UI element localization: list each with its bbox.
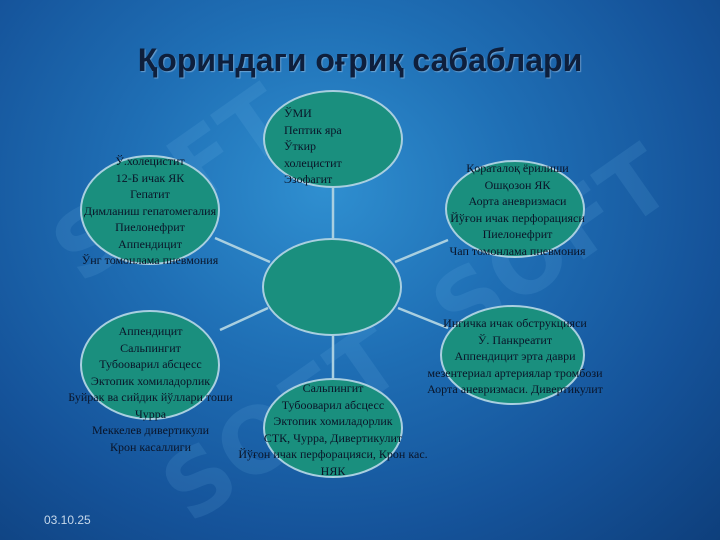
node-bottom-left-line: Чурра: [134, 406, 167, 421]
node-bottom-right-line: Ингичка ичак обструкцияси: [443, 316, 587, 330]
node-top: [263, 90, 403, 188]
node-bottom-right-line: Аорта аневризмаси. Дивертикулит: [427, 382, 603, 396]
node-bottom-line: Сальпингит: [302, 381, 364, 395]
node-bottom-left-line: Меккелев дивертикули: [91, 423, 209, 437]
connector-top-left: [214, 236, 271, 264]
node-top-right-line: Қораталоқ ёрилиши: [466, 161, 569, 175]
node-top-right: [445, 160, 585, 258]
node-bottom-line: СТК, Чурра, Дивертикулит: [263, 430, 403, 445]
node-top-line: Ўткир: [284, 139, 316, 153]
node-top-right-line: Аорта аневризмаси: [468, 194, 567, 208]
node-top-text: ЎМИ Пептик яра Ўткир холецистит Эзофагит: [284, 105, 342, 188]
node-bottom-left-text: Аппендицит Сальпингит Тубооварил абсцесс…: [48, 323, 253, 455]
node-bottom-right-line: Ў. Панкреатит: [477, 332, 553, 347]
connector-bottom-left: [219, 306, 269, 332]
connector-bottom-right: [397, 306, 449, 330]
node-top-left-line: 12-Б ичак ЯК: [115, 170, 185, 185]
node-top-right-line: Пиелонефрит: [482, 227, 553, 241]
node-bottom-line: Тубооварил абсцесс: [281, 397, 385, 412]
node-bottom-line: Эктопик хомиладорлик: [273, 414, 393, 428]
node-top-left: [80, 155, 220, 265]
node-top-left-line: Димланиш гепатомегалия: [83, 203, 217, 218]
node-top-left-line: Ў.холецистит: [115, 154, 185, 168]
node-bottom-right-text: Ингичка ичак обструкцияси Ў. Панкреатит …: [400, 315, 630, 398]
node-top-left-line: Ўнг томонлама пневмония: [81, 253, 219, 267]
node-top-left-text: Ў.холецистит 12-Б ичак ЯК Гепатит Димлан…: [60, 153, 240, 269]
node-bottom-right-line: Аппендицит эрта даври: [454, 349, 576, 363]
node-bottom-left-line: Буйрак ва сийдик йўллари тоши: [68, 390, 233, 404]
node-top-left-line: Аппендицит: [118, 236, 182, 251]
slide-title: Қориндаги оғриқ сабаблари: [137, 42, 583, 78]
center-node: [262, 238, 402, 336]
node-top-line: Пептик яра: [284, 122, 342, 137]
node-top-line: холецистит: [284, 155, 342, 170]
node-bottom-left-line: Тубооварил абсцесс: [99, 357, 202, 371]
node-top-left-line: Пиелонефрит: [115, 220, 185, 234]
node-top-right-text: Қораталоқ ёрилиши Ошқозон ЯК Аорта аневр…: [425, 160, 610, 259]
node-bottom-text: Сальпингит Тубооварил абсцесс Эктопик хо…: [213, 380, 453, 479]
node-bottom-left-line: Эктопик хомиладорлик: [90, 373, 211, 388]
node-top-right-line: Йўғон ичак перфорацияси: [450, 210, 585, 225]
node-bottom-line: НЯК: [320, 463, 346, 478]
node-bottom: [263, 378, 403, 478]
node-bottom-left-line: Крон касаллиги: [109, 439, 192, 454]
slide-date: 03.10.25: [44, 513, 91, 527]
node-top-left-line: Гепатит: [130, 187, 170, 201]
node-bottom-line: Йўғон ичак перфорацияси, Крон кас.: [238, 447, 428, 461]
node-top-right-line: Ошқозон ЯК: [484, 177, 551, 192]
node-bottom-left-line: Сальпингит: [120, 340, 181, 355]
node-top-line: Эзофагит: [284, 172, 333, 186]
connector-top-right: [394, 238, 449, 264]
node-bottom-left: [80, 310, 220, 420]
node-bottom-left-line: Аппендицит: [118, 324, 183, 338]
node-top-right-line: Чап томонлама пневмония: [449, 243, 586, 258]
node-top-line: ЎМИ: [284, 106, 312, 120]
node-bottom-right: [440, 305, 585, 405]
node-bottom-right-line: мезентериал артериялар тромбози: [427, 365, 603, 380]
